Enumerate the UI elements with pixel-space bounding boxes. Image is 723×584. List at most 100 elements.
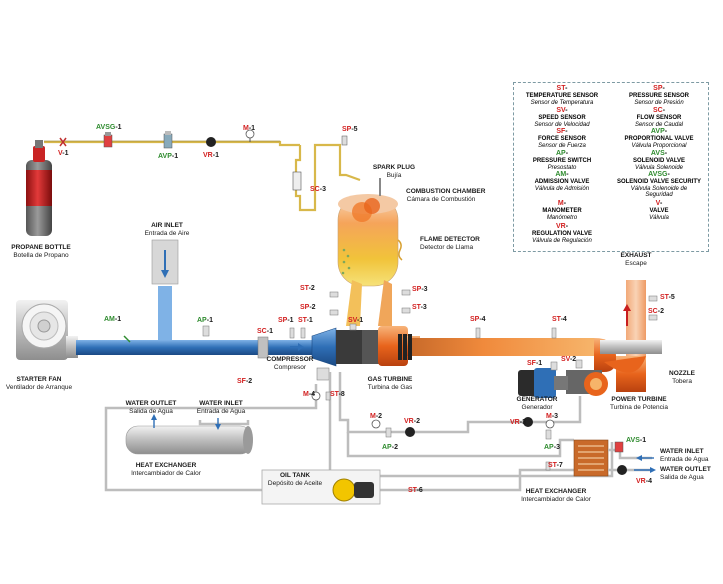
tag-st2: ST-2 xyxy=(300,285,315,292)
nozzle-label: NOZZLE Tobera xyxy=(669,370,695,385)
m3-icon xyxy=(545,419,555,429)
heat-exchanger-1-icon xyxy=(125,414,253,455)
vr3-icon xyxy=(523,417,533,427)
sv1-icon xyxy=(349,323,357,331)
tag-sp5: SP-5 xyxy=(342,126,358,133)
tag-st8: ST-8 xyxy=(330,391,345,398)
sf1-icon xyxy=(550,361,558,371)
tag-avsg1: AVSG-1 xyxy=(96,124,122,131)
heat-exchanger-2-icon xyxy=(573,439,609,477)
sp2-icon xyxy=(329,309,339,316)
bellows-icon xyxy=(398,334,412,360)
vr1-icon xyxy=(206,137,216,147)
tag-sv2: SV-2 xyxy=(561,356,577,363)
tag-st1: ST-1 xyxy=(298,317,313,324)
st3-icon xyxy=(401,307,411,314)
avsg1-icon xyxy=(103,132,113,148)
compressor-label: COMPRESSOR Compresor xyxy=(266,356,314,371)
ap1-icon xyxy=(202,325,210,337)
gas-line xyxy=(44,140,361,212)
tag-avs1: AVS-1 xyxy=(626,437,647,444)
tag-m3: M-3 xyxy=(546,413,559,420)
sp4-icon xyxy=(475,327,481,339)
air-inlet-pipe xyxy=(151,239,179,340)
heat-exchanger-2-label: HEAT EXCHANGER Intercambiador de Calor xyxy=(521,488,591,503)
hot-pipe xyxy=(410,338,594,356)
exhaust-label: EXHAUST Escape xyxy=(620,252,652,267)
tag-sp3: SP-3 xyxy=(412,286,428,293)
tag-v1: V-1 xyxy=(58,150,69,157)
compressor-icon xyxy=(311,327,382,367)
ap3-icon xyxy=(545,429,552,440)
sp1-icon xyxy=(289,327,295,339)
water-outlet-1-label: WATER OUTLET Salida de Agua xyxy=(125,400,177,415)
sc3-icon xyxy=(292,171,302,191)
propane-bottle-label: PROPANE BOTTLE Botella de Propano xyxy=(11,244,71,259)
nozzle-icon xyxy=(600,340,662,354)
starter-fan-label: STARTER FAN Ventilador de Arranque xyxy=(5,376,73,391)
gas-turbine-label: GAS TURBINE Turbina de Gas xyxy=(367,376,413,391)
am1-icon xyxy=(123,335,131,343)
sc2-icon xyxy=(648,314,658,321)
m4-icon xyxy=(311,391,321,401)
exhaust-stack-icon xyxy=(604,280,646,392)
sp5-icon xyxy=(341,135,348,146)
tag-m2: M-2 xyxy=(370,413,383,420)
propane-bottle-icon xyxy=(26,140,52,236)
air-inlet-label: AIR INLET Entrada de Aire xyxy=(144,222,190,237)
avp1-icon xyxy=(163,131,173,149)
tag-vr2: VR-2 xyxy=(404,418,420,425)
generator-icon xyxy=(518,368,568,398)
tag-st7: ST-7 xyxy=(548,462,563,469)
ap2-icon xyxy=(385,427,392,438)
tag-st3: ST-3 xyxy=(412,304,427,311)
tag-st4: ST-4 xyxy=(552,316,567,323)
water-inlet-2-label: WATER INLET Entrada de Agua xyxy=(660,448,709,463)
m2-icon xyxy=(371,419,381,429)
oil-tank-label: OIL TANK Depósito de Aceite xyxy=(267,472,323,487)
flame-detector-label: FLAME DETECTOR Detector de Llama xyxy=(420,236,480,251)
oil-tank-icon xyxy=(261,469,381,505)
tag-st5: ST-5 xyxy=(660,294,675,301)
tag-ap1: AP-1 xyxy=(197,317,213,324)
tag-sv1: SV-1 xyxy=(348,317,364,324)
combustion-chamber-label: COMBUSTION CHAMBER Cámara de Combustión xyxy=(406,188,486,203)
tag-sc3: SC-3 xyxy=(310,186,326,193)
st1-icon xyxy=(300,327,306,339)
tag-vr3: VR-3 xyxy=(510,419,526,426)
tag-sc1: SC-1 xyxy=(257,328,273,335)
air-pipe xyxy=(76,340,321,355)
tag-ap2: AP-2 xyxy=(382,444,398,451)
combustion-chamber-icon xyxy=(337,194,399,326)
sv2-icon xyxy=(575,359,583,369)
st8-icon xyxy=(325,391,331,401)
avs1-icon xyxy=(614,441,624,453)
vr2-icon xyxy=(405,427,415,437)
st7-icon xyxy=(545,461,551,471)
tag-vr4: VR-4 xyxy=(636,478,652,485)
water-inlet-1-label: WATER INLET Entrada de Agua xyxy=(196,400,246,415)
st4-icon xyxy=(551,327,557,339)
heat-exchanger-1-label: HEAT EXCHANGER Intercambiador de Calor xyxy=(131,462,201,477)
flame-detector-icon xyxy=(397,239,403,261)
tag-st6: ST-6 xyxy=(408,487,423,494)
tag-sp4: SP-4 xyxy=(470,316,486,323)
tag-sp2: SP-2 xyxy=(300,304,316,311)
water-outlet-2-label: WATER OUTLET Salida de Agua xyxy=(660,466,711,481)
tag-sf2: SF-2 xyxy=(237,378,253,385)
tag-am1: AM-1 xyxy=(104,316,122,323)
